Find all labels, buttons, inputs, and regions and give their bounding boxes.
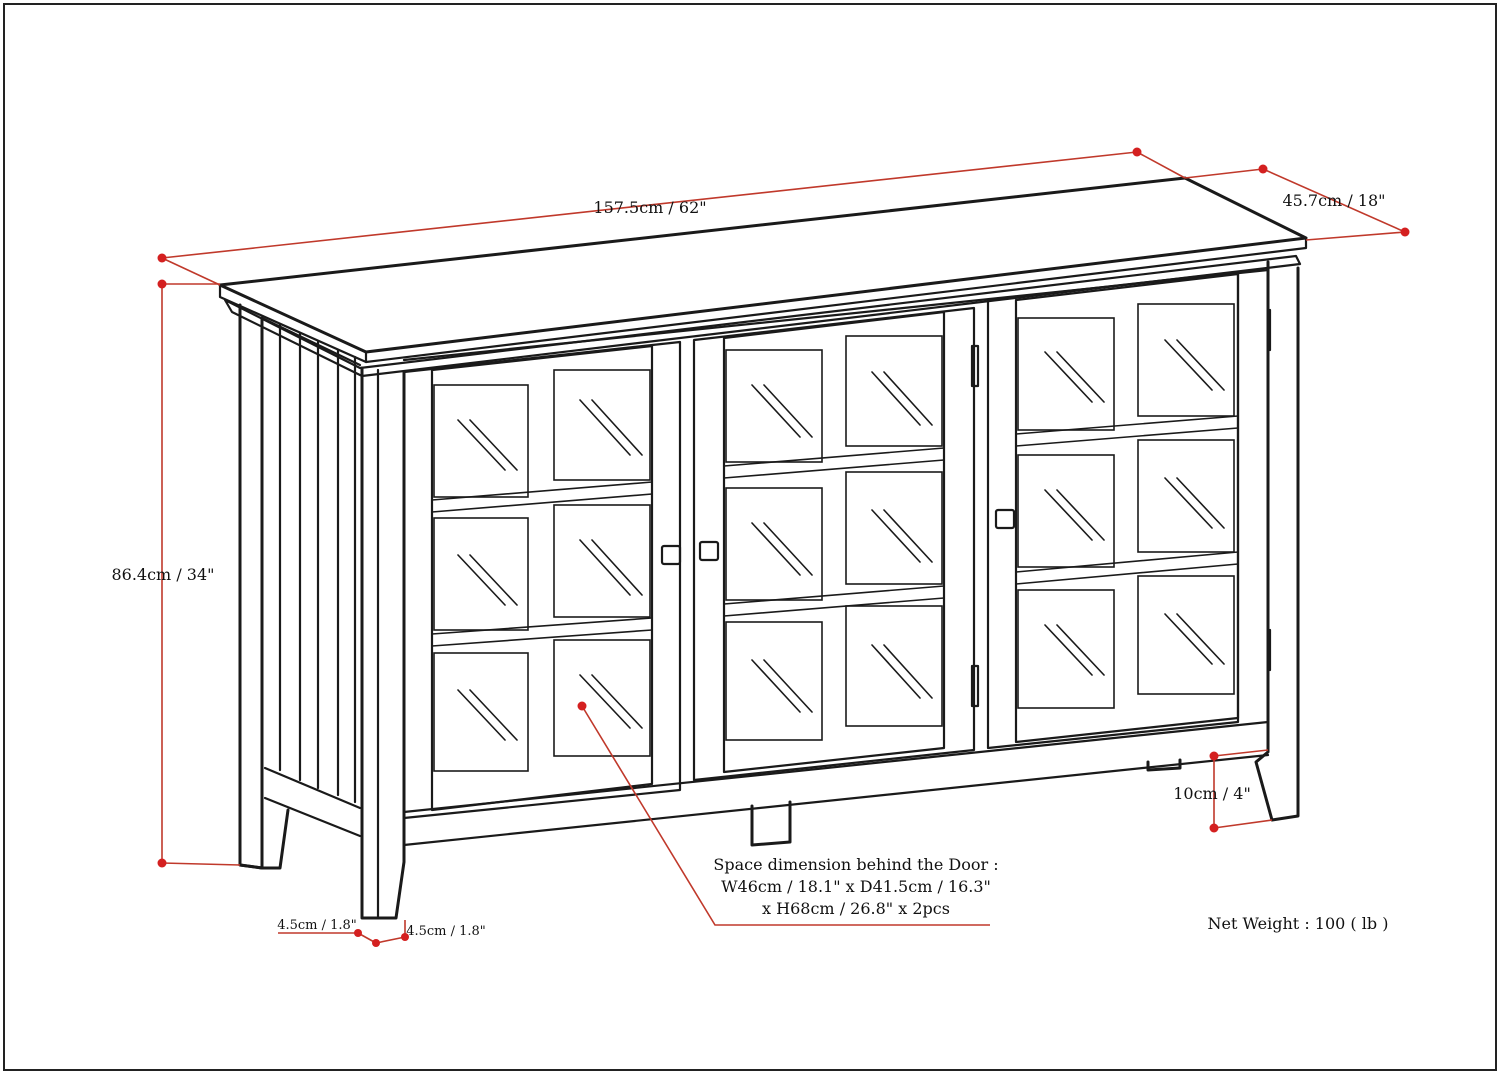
width-dimension-line bbox=[161, 151, 1138, 259]
left-door bbox=[402, 340, 682, 820]
left-stretcher bbox=[263, 766, 362, 838]
right-door bbox=[986, 270, 1240, 750]
leg-width-right-line bbox=[375, 936, 406, 944]
left-rear-leg bbox=[238, 303, 264, 870]
door-space-leader-line bbox=[581, 705, 990, 926]
right-door-knob bbox=[994, 508, 1016, 530]
front-left-leg bbox=[360, 366, 406, 920]
crown-moulding bbox=[223, 254, 1302, 378]
net-weight-label: Net Weight : 100 ( lb ) bbox=[1208, 914, 1389, 933]
leg-width-left-label: 4.5cm / 1.8" bbox=[277, 918, 357, 933]
width-label: 157.5cm / 62" bbox=[593, 198, 706, 217]
cabinet-top bbox=[218, 176, 1308, 354]
center-door bbox=[692, 306, 980, 782]
left-door-knob bbox=[660, 544, 682, 566]
front-right-leg bbox=[1254, 260, 1300, 822]
center-leg bbox=[750, 800, 792, 847]
height-label: 86.4cm / 34" bbox=[111, 565, 214, 584]
leg-clearance-label: 10cm / 4" bbox=[1173, 784, 1251, 803]
depth-label: 45.7cm / 18" bbox=[1282, 191, 1385, 210]
image-frame bbox=[3, 3, 1497, 1071]
leg-width-right-label: 4.5cm / 1.8" bbox=[406, 924, 486, 939]
dimension-lines bbox=[157, 147, 1410, 947]
space-note-line1: Space dimension behind the Door : bbox=[713, 855, 998, 874]
depth-dimension-line bbox=[1262, 168, 1406, 233]
space-note-line3: x H68cm / 26.8" x 2pcs bbox=[762, 899, 950, 918]
hinge-top bbox=[970, 344, 980, 388]
hinge-bottom bbox=[970, 664, 980, 708]
bottom-rail bbox=[402, 753, 1270, 847]
center-door-knob bbox=[698, 540, 720, 562]
cabinet-drawing bbox=[218, 176, 1308, 920]
space-note-line2: W46cm / 18.1" x D41.5cm / 16.3" bbox=[721, 877, 991, 896]
